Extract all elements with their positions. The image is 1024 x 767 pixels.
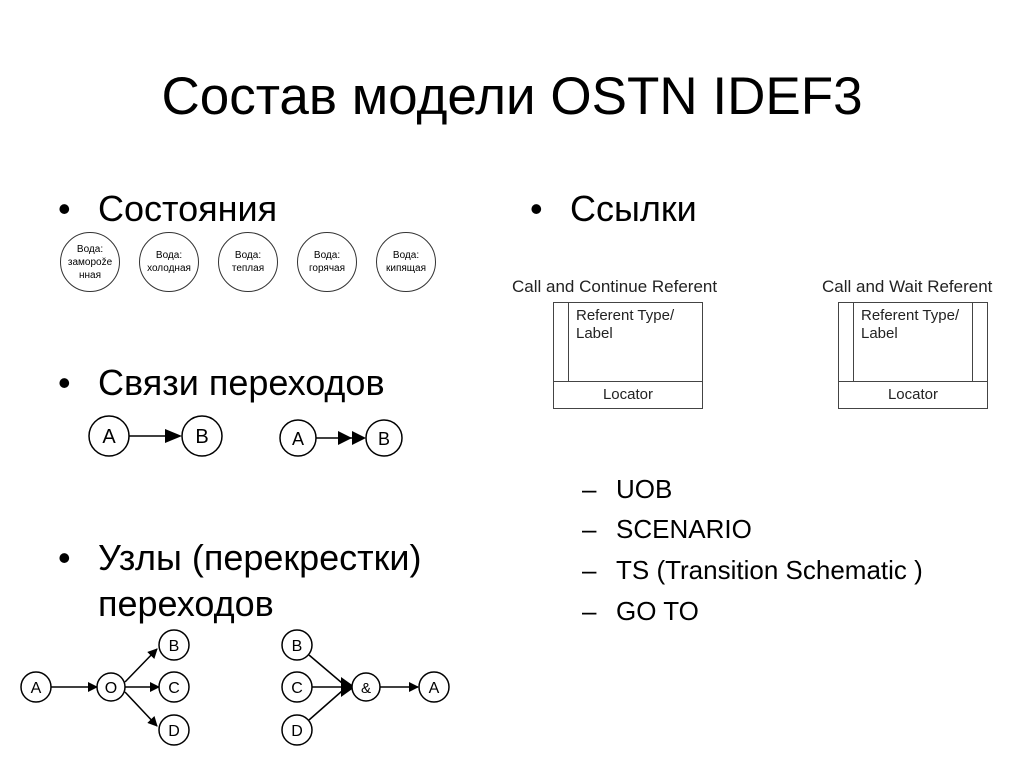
junction-fan-out: A O B C D xyxy=(20,629,190,746)
state-circle: Вода: холодная xyxy=(139,232,199,292)
node-circle xyxy=(181,415,223,457)
junction-label: & xyxy=(361,680,371,697)
referent-divider xyxy=(839,381,987,382)
node-label: A xyxy=(429,680,440,697)
ref-type-item: –GO TO xyxy=(582,595,699,627)
referent-box-call-continue: Referent Type/ Label Locator xyxy=(553,302,703,409)
referent-caption: Call and Wait Referent xyxy=(822,277,993,296)
link-line xyxy=(124,691,158,727)
link-line xyxy=(124,648,158,683)
link-line xyxy=(308,690,343,721)
referent-label-line: Label xyxy=(576,325,613,342)
bullet-links: • Связи переходов xyxy=(58,362,385,404)
dash-glyph: – xyxy=(582,514,597,544)
ref-type-item: –UOB xyxy=(582,473,672,505)
arrowhead-icon xyxy=(338,431,352,445)
referent-caption: Call and Continue Referent xyxy=(512,277,718,296)
state-label-line: Вода: xyxy=(76,243,104,255)
ref-type-label: UOB xyxy=(616,474,673,504)
ref-type-item: –TS (Transition Schematic ) xyxy=(582,554,923,586)
node-label: B xyxy=(195,426,208,448)
state-label-line: Вода: xyxy=(234,250,262,261)
state-label-line: Вода: xyxy=(155,250,183,261)
node-label: C xyxy=(168,680,180,697)
state-circle: Вода: кипящая xyxy=(376,232,436,292)
state-circle: Вода: горячая xyxy=(297,232,357,292)
referent-locator: Locator xyxy=(602,386,654,403)
dash-glyph: – xyxy=(582,474,597,504)
node-circle xyxy=(418,671,450,703)
referent-label: Referent Type/ Label xyxy=(861,307,959,343)
link-diagram-strong: A B xyxy=(88,415,223,457)
slide-title: Состав модели OSTN IDEF3 xyxy=(161,67,863,126)
referent-divider xyxy=(972,303,973,382)
state-circle: Вода: теплая xyxy=(218,232,278,292)
dash-glyph: – xyxy=(582,555,597,585)
state-label-line: теплая xyxy=(231,263,265,274)
node-label: C xyxy=(291,680,303,697)
referent-label-line: Referent Type/ xyxy=(861,307,960,324)
bullet-dot: • xyxy=(58,362,71,403)
bullet-refs: • Ссылки xyxy=(530,188,697,230)
arrowhead-icon xyxy=(341,677,355,697)
dash-glyph: – xyxy=(582,596,597,626)
node-label: A xyxy=(102,426,116,448)
node-circle xyxy=(365,419,403,457)
node-label: D xyxy=(168,723,180,740)
state-label-line: заморože xyxy=(67,256,113,268)
referent-label: Referent Type/ Label xyxy=(576,307,674,343)
node-circle xyxy=(158,629,190,661)
node-label: B xyxy=(292,638,303,655)
links-heading: Связи переходов xyxy=(98,362,385,403)
link-diagram-double: A B xyxy=(279,419,403,457)
junction-fan-in: B C D & A xyxy=(281,629,450,746)
node-circle xyxy=(281,714,313,746)
node-circle xyxy=(158,714,190,746)
bullet-states: • Состояния xyxy=(58,188,277,230)
ref-type-label: GO TO xyxy=(616,596,699,626)
state-label-line: Вода: xyxy=(313,250,341,261)
referent-box-call-wait: Referent Type/ Label Locator xyxy=(838,302,988,409)
arrowhead-icon xyxy=(165,429,182,443)
bullet-junctions: • Узлы (перекрестки) xyxy=(58,537,422,579)
node-circle xyxy=(158,671,190,703)
junction-label: O xyxy=(105,680,117,697)
referent-locator: Locator xyxy=(887,386,939,403)
state-label-line: Вода: xyxy=(392,250,420,261)
ref-type-label: TS (Transition Schematic ) xyxy=(616,555,923,585)
state-label-line: горячая xyxy=(308,263,346,274)
ref-type-label: SCENARIO xyxy=(616,514,752,544)
node-label: D xyxy=(291,723,303,740)
junctions-heading-line1: Узлы (перекрестки) xyxy=(98,537,422,578)
refs-heading: Ссылки xyxy=(570,188,697,229)
node-label: A xyxy=(292,429,304,449)
node-label: B xyxy=(169,638,180,655)
node-circle xyxy=(281,629,313,661)
states-heading: Состояния xyxy=(98,188,278,229)
junctions-heading-line2: переходов xyxy=(98,583,274,624)
referent-label-line: Label xyxy=(861,325,898,342)
node-label: B xyxy=(378,429,390,449)
bullet-dot: • xyxy=(58,537,71,578)
referent-divider xyxy=(554,381,702,382)
arrowhead-icon xyxy=(352,431,366,445)
state-label-line: кипящая xyxy=(386,263,426,274)
referent-divider xyxy=(853,303,854,382)
referent-divider xyxy=(568,303,569,382)
link-line xyxy=(308,654,343,684)
state-label-line: холодная xyxy=(147,263,191,274)
state-circle: Вода: заморože нная xyxy=(60,232,120,292)
node-label: A xyxy=(31,680,42,697)
referent-label-line: Referent Type/ xyxy=(576,307,675,324)
ref-type-item: –SCENARIO xyxy=(582,513,752,545)
bullet-dot: • xyxy=(530,188,543,229)
bullet-dot: • xyxy=(58,188,71,229)
state-label-line: нная xyxy=(78,269,102,281)
